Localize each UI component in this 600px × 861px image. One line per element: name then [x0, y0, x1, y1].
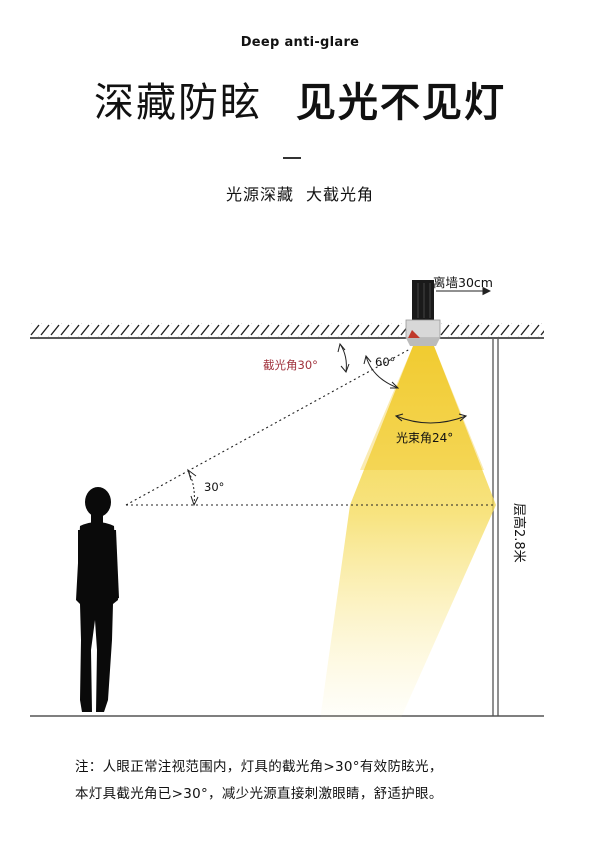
ceiling-hatching: [30, 323, 544, 337]
note-line-1: 注：人眼正常注视范围内，灯具的截光角>30°有效防眩光，: [75, 759, 443, 775]
sixty-angle-arrow-bottom: [390, 381, 400, 389]
eye-angle-arc: [187, 469, 195, 506]
sixty-angle-arc: [365, 355, 399, 389]
cutoff-angle-arrow-top: [337, 342, 346, 353]
headline-bold: 见光不见灯: [296, 80, 506, 126]
beam-angle-arrow-left: [394, 413, 404, 422]
sixty-angle-arrow-top: [363, 354, 372, 365]
person-silhouette: [76, 487, 119, 712]
headline: 深藏防眩见光不见灯: [0, 70, 600, 128]
divider-dash: [283, 157, 301, 159]
ceiling-height-label: 层高2.8米: [511, 503, 527, 563]
light-beam-core: [360, 346, 484, 470]
headline-light: 深藏防眩: [94, 80, 262, 126]
beam-angle-label: 光束角24°: [396, 431, 453, 445]
light-beam: [320, 346, 496, 720]
eye-angle-arrow-lower: [190, 495, 199, 507]
eyebrow-title: Deep anti-glare: [240, 35, 360, 50]
note: 注：人眼正常注视范围内，灯具的截光角>30°有效防眩光， 本灯具截光角已>30°…: [75, 754, 555, 808]
wall-distance-label: 离墙30cm: [433, 275, 493, 290]
subtitle: 光源深藏大截光角: [0, 181, 600, 205]
beam-angle-arrow-right: [458, 413, 468, 422]
sixty-angle-label: 60°: [375, 355, 395, 369]
beam-angle-arc: [395, 415, 467, 424]
note-line-2: 本灯具截光角已>30°，减少光源直接刺激眼睛，舒适护眼。: [75, 786, 443, 802]
subtitle-left: 光源深藏: [225, 185, 294, 204]
cutoff-angle-label: 截光角30°: [263, 358, 318, 372]
eye-to-lamp-line: [125, 348, 411, 506]
eye-angle-label: 30°: [204, 480, 224, 494]
eye-angle-arrow: [187, 468, 197, 481]
downlight-fixture: [405, 280, 441, 346]
subtitle-right: 大截光角: [306, 185, 375, 204]
cutoff-angle-arrow-bottom: [340, 363, 350, 373]
